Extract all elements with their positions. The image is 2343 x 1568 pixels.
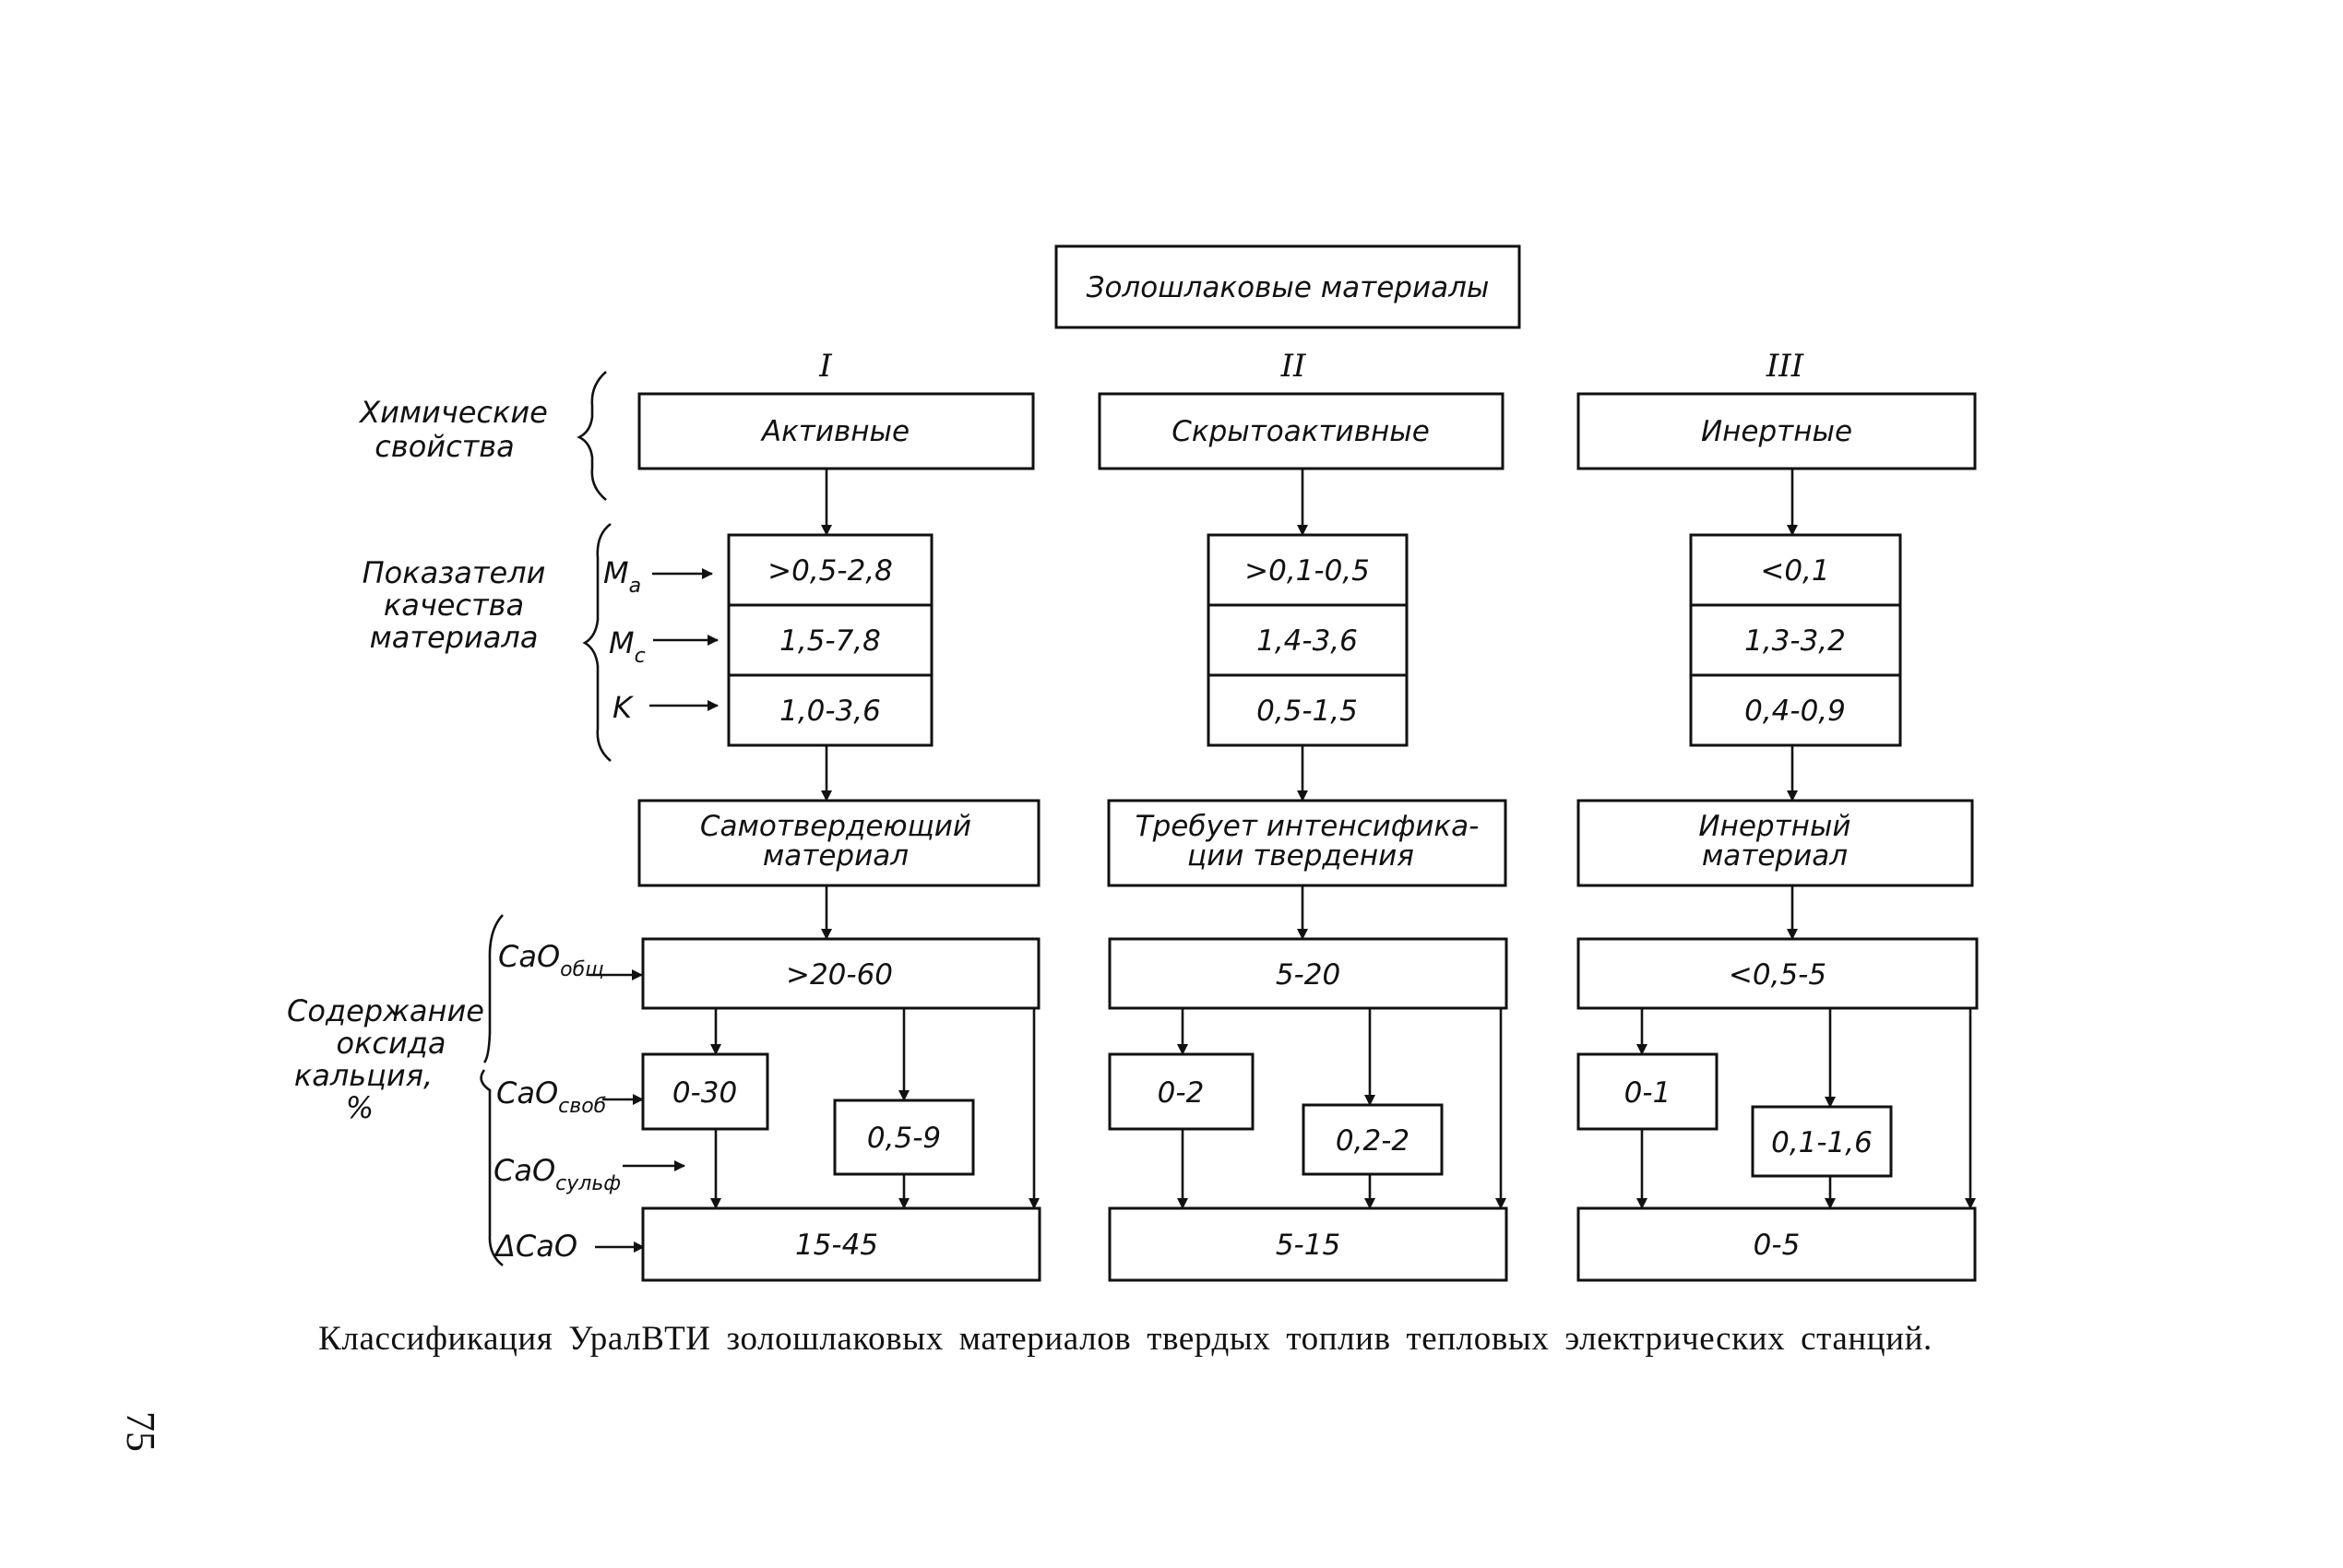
column-1-delta-cao: 15-45 [795,1229,878,1262]
quality-label-line-1: Показатели [363,555,546,590]
quality-label-line-3: материала [370,620,539,655]
row-label-calcium: Содержание оксида кальция, % CaOобщ CaOс… [287,914,685,1267]
column-3-mc: 1,3-3,2 [1744,624,1846,658]
column-1-k: 1,0-3,6 [779,695,881,728]
column-2-cao-total: 5-20 [1276,958,1340,992]
column-1-mc: 1,5-7,8 [779,624,881,658]
column-2-k: 0,5-1,5 [1256,695,1358,728]
column-3: Инертные <0,1 1,3-3,2 0,4-0,9 Инертный м… [1576,392,1979,1282]
calcium-brace-upper [482,914,504,1063]
column-3-number: III [1766,348,1804,385]
column-3-cao-total: <0,5-5 [1729,958,1826,992]
root-node: Золошлаковые материалы [1054,244,1521,329]
column-3-hardening-line-2: материал [1702,839,1848,873]
calcium-label-line-3: кальция, [294,1058,433,1093]
column-2-hardening-line-1: Требует интенсифика- [1136,810,1480,843]
column-2-mc: 1,4-3,6 [1256,624,1358,658]
page-number: 75 [118,1411,163,1452]
column-2-chem: Скрытоактивные [1172,415,1430,448]
quality-label-line-2: качества [384,588,524,623]
column-3-delta-cao: 0-5 [1754,1229,1801,1262]
calcium-brace-lower [480,1069,504,1267]
row-label-quality: Показатели качества материала Ma Mc K [363,522,719,763]
chemical-label-line-2: свойства [375,429,515,464]
column-1-hardening-line-2: материал [763,839,909,873]
row-label-chemical: Химические свойства [358,371,607,502]
column-3-cao-sulf: 0,1-1,6 [1771,1126,1873,1159]
column-1-chem: Активные [760,415,910,448]
column-1-cao-sulf: 0,5-9 [867,1122,941,1155]
root-title: Золошлаковые материалы [1087,271,1490,304]
indicator-mc: Mc [609,625,646,668]
figure-caption: Классификация УралВТИ золошлаковых матер… [318,1320,1933,1358]
column-2-ma: >0,1-0,5 [1244,554,1370,588]
column-2: Скрытоактивные >0,1-0,5 1,4-3,6 0,5-1,5 … [1098,392,1508,1282]
column-1-ma: >0,5-2,8 [767,554,893,588]
column-1-cao-free: 0-30 [672,1076,737,1110]
column-2-hardening-line-2: ции твердения [1187,839,1414,873]
quality-brace [582,522,612,763]
chemical-brace [577,371,607,502]
column-3-ma: <0,1 [1760,554,1829,588]
column-3-chem: Инертные [1701,415,1852,448]
column-1-hardening-line-1: Самотвердеющий [700,810,971,843]
calcium-label-line-1: Содержание [287,993,484,1028]
column-3-hardening-line-1: Инертный [1698,810,1850,843]
column-2-number: II [1280,348,1306,385]
column-2-cao-free: 0-2 [1158,1076,1205,1110]
column-1-number: I [818,348,832,385]
column-1-cao-total: >20-60 [786,958,893,992]
calcium-label-line-4: % [346,1090,374,1125]
column-2-cao-sulf: 0,2-2 [1336,1124,1409,1158]
indicator-cao-free: CaOсвоб [496,1075,606,1118]
chemical-label-line-1: Химические [358,395,548,430]
calcium-label-line-2: оксида [336,1026,446,1061]
indicator-cao-sulf: CaOсульф [494,1153,621,1195]
column-1: Активные >0,5-2,8 1,5-7,8 1,0-3,6 Самотв… [637,392,1041,1282]
column-3-cao-free: 0-1 [1624,1076,1671,1110]
indicator-ma: Ma [603,555,641,598]
indicator-k: K [613,690,635,725]
indicator-delta-cao: ΔCaO [493,1229,577,1264]
column-2-delta-cao: 5-15 [1276,1229,1340,1262]
indicator-cao-total: CaOобщ [498,939,604,981]
column-3-k: 0,4-0,9 [1744,695,1846,728]
